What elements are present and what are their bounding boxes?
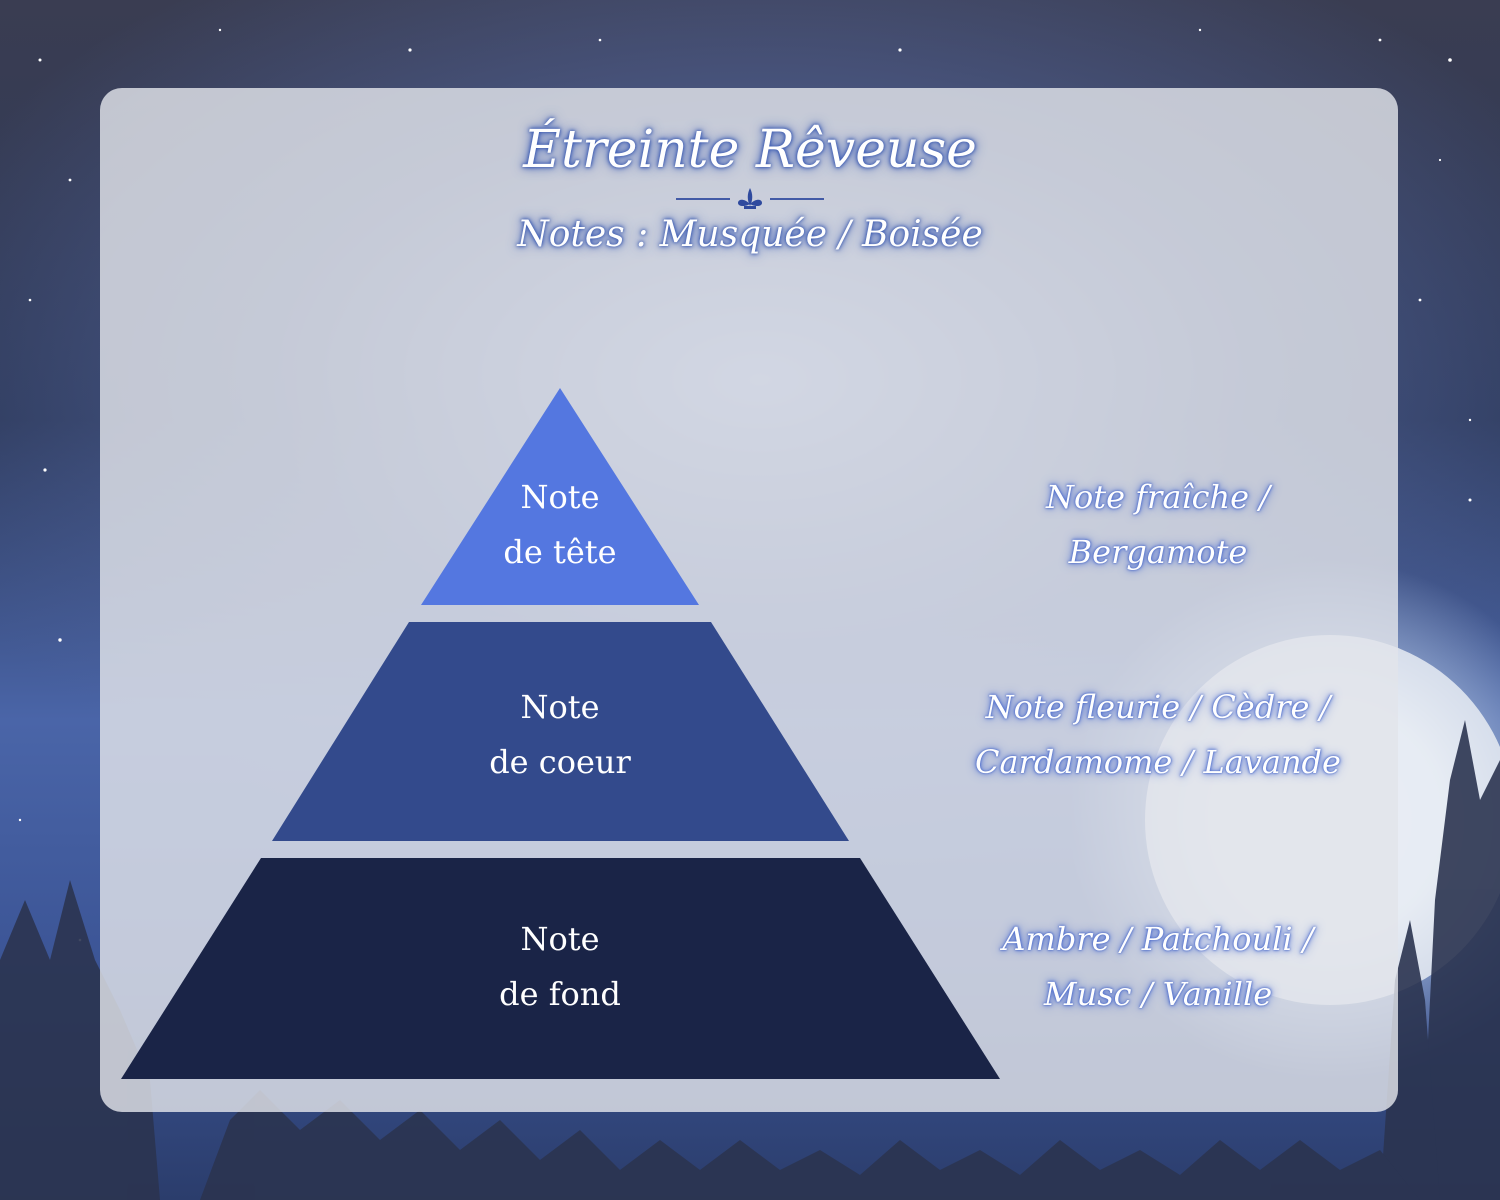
stars: [18, 28, 1472, 942]
pyramid-tier-bottom: [121, 858, 1000, 1079]
page-subtitle: Notes : Musquée / Boisée: [517, 214, 983, 255]
pyramid-tier-middle: [272, 622, 849, 841]
tier-label-top: Note de tête: [503, 478, 617, 571]
notes-top: Note fraîche / Bergamote: [1045, 478, 1271, 571]
tier-label-bottom: Note de fond: [499, 920, 621, 1013]
fleur-de-lis-divider-icon: [676, 188, 824, 209]
tier-label-middle: Note de coeur: [489, 688, 631, 781]
notes-bottom: Ambre / Patchouli / Musc / Vanille: [1002, 920, 1314, 1013]
pyramid-tier-top: [421, 388, 699, 605]
notes-middle: Note fleurie / Cèdre / Cardamome / Lavan…: [975, 688, 1341, 781]
page-title: Étreinte Rêveuse: [523, 120, 977, 180]
